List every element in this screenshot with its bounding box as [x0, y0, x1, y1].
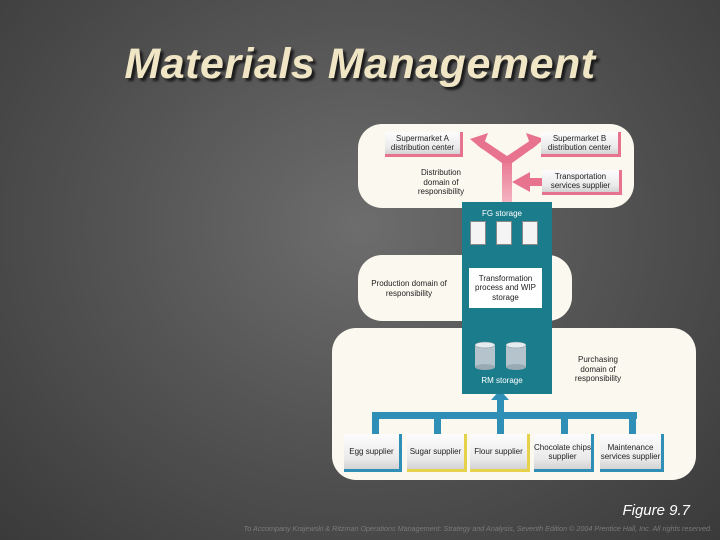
sugar-supplier-box: Sugar supplier — [407, 434, 467, 472]
transport-supplier-box: Transportation services supplier — [542, 170, 622, 195]
rm-storage-label: RM storage — [481, 376, 523, 385]
supermarket-b-label: Supermarket B distribution center — [547, 134, 612, 152]
transformation-box: Transformation process and WIP storage — [469, 268, 542, 308]
flour-supplier-label: Flour supplier — [474, 447, 523, 456]
distribution-arrow — [470, 133, 544, 202]
egg-supplier-box: Egg supplier — [344, 434, 402, 472]
fg-item-3 — [522, 221, 538, 245]
distribution-domain-label: Distribution domain of responsibility — [417, 168, 465, 196]
fg-storage-label: FG storage — [481, 209, 522, 218]
supermarket-b-box: Supermarket B distribution center — [541, 132, 621, 157]
slide-title: Materials Management — [124, 40, 596, 88]
footer-credit: To Accompany Krajewski & Ritzman Operati… — [243, 524, 712, 533]
supermarket-a-label: Supermarket A distribution center — [390, 134, 455, 152]
figure-number: Figure 9.7 — [622, 502, 690, 519]
chocolate-supplier-label: Chocolate chips supplier — [534, 442, 591, 461]
chocolate-supplier-box: Chocolate chips supplier — [534, 434, 594, 472]
maintenance-supplier-box: Maintenance services supplier — [600, 434, 664, 472]
fg-item-1 — [470, 221, 486, 245]
supermarket-a-box: Supermarket A distribution center — [385, 132, 463, 157]
flour-supplier-box: Flour supplier — [470, 434, 530, 472]
transport-arrow — [512, 172, 542, 192]
production-domain-label: Production domain of responsibility — [371, 279, 447, 298]
transformation-label: Transformation process and WIP storage — [475, 273, 536, 302]
transport-supplier-label: Transportation services supplier — [550, 172, 611, 190]
supplier-arrow — [372, 390, 637, 436]
purchasing-domain-label: Purchasing domain of responsibility — [574, 355, 622, 383]
fg-item-2 — [496, 221, 512, 245]
maintenance-supplier-label: Maintenance services supplier — [600, 442, 661, 461]
sugar-supplier-label: Sugar supplier — [409, 447, 462, 456]
egg-supplier-label: Egg supplier — [349, 447, 394, 456]
